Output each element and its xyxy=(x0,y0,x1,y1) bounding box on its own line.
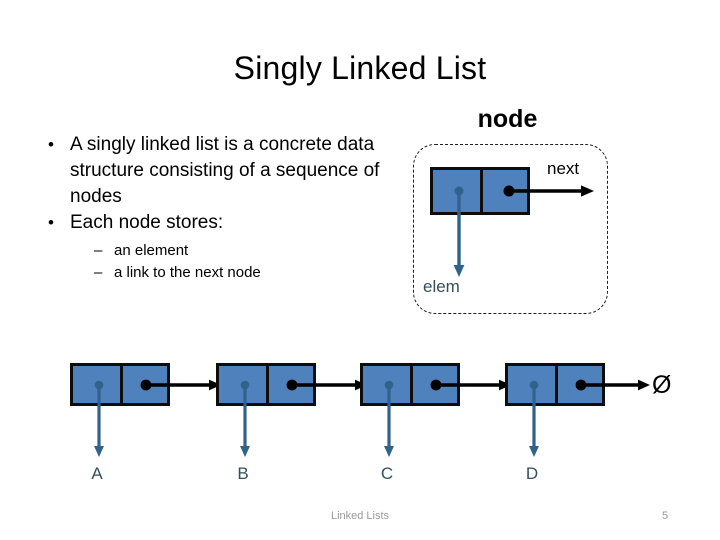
chain-next-cell xyxy=(410,366,457,403)
null-terminator-icon: Ø xyxy=(652,371,672,399)
chain-node xyxy=(216,363,316,406)
page-title: Singly Linked List xyxy=(233,50,487,86)
bullet-text: Each node stores: xyxy=(70,212,224,233)
list-item: – an element xyxy=(94,240,400,262)
chain-link-arrow-icon xyxy=(286,377,368,393)
next-label: next xyxy=(547,159,580,178)
chain-node-label: C xyxy=(380,464,394,483)
chain-link-arrow-icon xyxy=(430,377,512,393)
next-arrow-icon xyxy=(503,183,595,199)
bullet-list: • A singly linked list is a concrete dat… xyxy=(48,132,400,284)
list-item: • A singly linked list is a concrete dat… xyxy=(48,132,400,210)
chain-next-cell xyxy=(266,366,313,403)
chain-elem-arrow-icon xyxy=(382,380,396,458)
chain-link-arrow-icon xyxy=(140,377,222,393)
elem-arrow-icon xyxy=(452,186,466,278)
chain-node-label: A xyxy=(91,464,103,483)
sub-bullet-text: an element xyxy=(114,242,189,259)
page-number: 5 xyxy=(661,510,669,522)
sub-bullet-text: a link to the next node xyxy=(114,264,261,281)
chain-node-label: D xyxy=(525,464,539,483)
chain-element-cell xyxy=(363,366,410,403)
chain-element-cell xyxy=(508,366,555,403)
dash-marker-icon: – xyxy=(94,264,103,281)
bullet-marker-icon: • xyxy=(48,135,54,154)
chain-next-cell xyxy=(120,366,167,403)
elem-label: elem xyxy=(423,277,460,296)
node-detail-diagram: node elem next xyxy=(405,104,620,319)
chain-node xyxy=(360,363,460,406)
chain-null-arrow-icon xyxy=(575,377,651,393)
chain-element-cell xyxy=(219,366,266,403)
node-boundary-dashed-box xyxy=(413,144,608,314)
chain-elem-arrow-icon xyxy=(527,380,541,458)
chain-node-label: B xyxy=(237,464,249,483)
chain-elem-arrow-icon xyxy=(92,380,106,458)
dash-marker-icon: – xyxy=(94,242,103,259)
footer-label: Linked Lists xyxy=(330,510,390,522)
chain-next-cell xyxy=(555,366,602,403)
sub-bullet-list: – an element – a link to the next node xyxy=(48,240,400,284)
bullet-marker-icon: • xyxy=(48,213,54,232)
bullet-text: A singly linked list is a concrete data … xyxy=(70,134,380,207)
chain-elem-arrow-icon xyxy=(238,380,252,458)
chain-node xyxy=(505,363,605,406)
chain-node xyxy=(70,363,170,406)
chain-element-cell xyxy=(73,366,120,403)
list-item: – a link to the next node xyxy=(94,262,400,284)
list-item: • Each node stores: xyxy=(48,210,400,236)
node-diagram-title: node xyxy=(477,105,538,133)
